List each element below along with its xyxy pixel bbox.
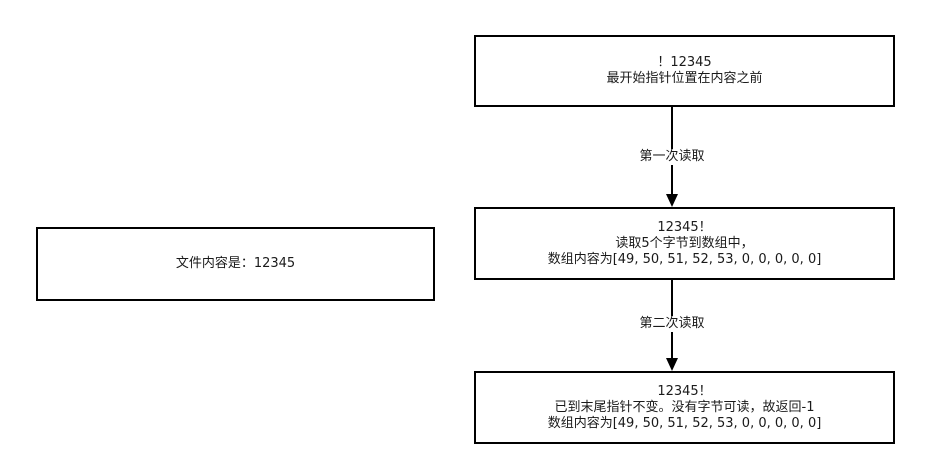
state-1-line-2: 最开始指针位置在内容之前 (606, 71, 763, 86)
state-3-line-2: 已到末尾指针不变。没有字节可读，故返回-1 (554, 399, 815, 415)
state-2-line-1: 12345！ (657, 219, 712, 235)
after-first-read-box: 12345！ 读取5个字节到数组中， 数组内容为[49, 50, 51, 52,… (474, 207, 895, 280)
file-content-text: 文件内容是：12345 (175, 256, 296, 271)
file-content-box: 文件内容是：12345 (36, 227, 435, 301)
state-2-line-3: 数组内容为[49, 50, 51, 52, 53, 0, 0, 0, 0, 0] (547, 251, 822, 267)
state-2-line-2: 读取5个字节到数组中， (615, 235, 754, 251)
edge-2-label: 第二次读取 (622, 316, 722, 332)
edge-2-arrowhead (666, 358, 678, 371)
edge-1-arrowhead (666, 194, 678, 207)
after-second-read-box: 12345！ 已到末尾指针不变。没有字节可读，故返回-1 数组内容为[49, 5… (474, 371, 895, 444)
state-3-line-3: 数组内容为[49, 50, 51, 52, 53, 0, 0, 0, 0, 0] (547, 415, 822, 431)
initial-state-box: ！12345 最开始指针位置在内容之前 (474, 35, 895, 107)
state-1-line-1: ！12345 (657, 55, 712, 70)
edge-1-label: 第一次读取 (622, 149, 722, 165)
state-3-line-1: 12345！ (657, 383, 712, 399)
